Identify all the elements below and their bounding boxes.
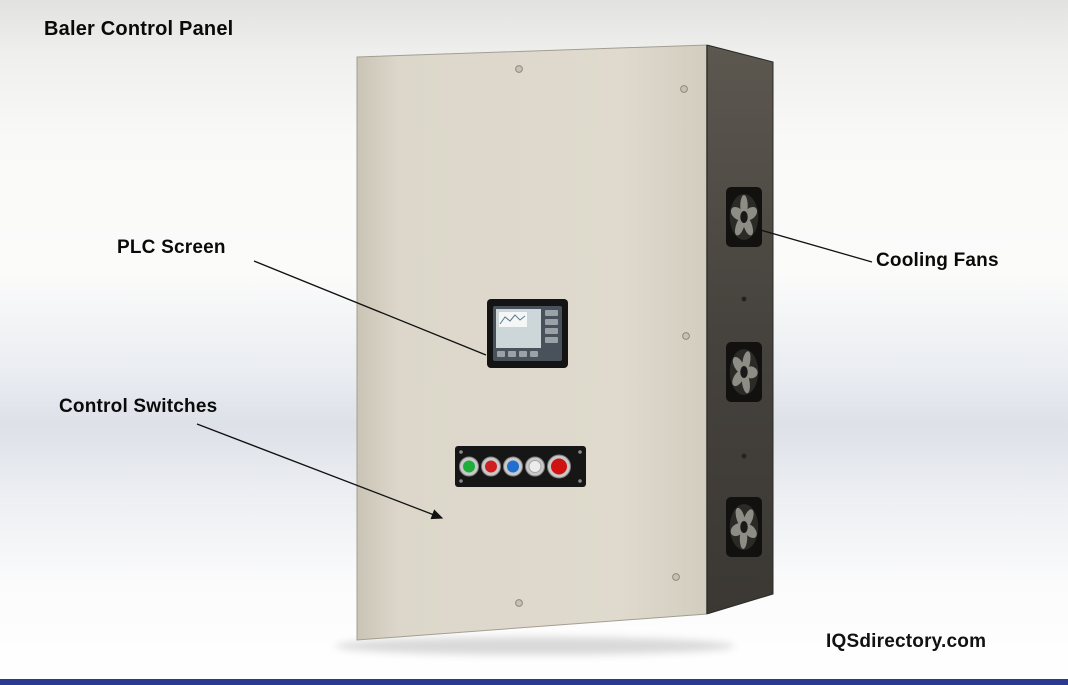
leader-line-cooling-fans [756,228,873,263]
leader-lines [196,228,873,520]
plc-screen [487,299,568,368]
diagram-title: Baler Control Panel [44,18,234,40]
push-button-blue [503,456,523,477]
plc-display-chart-area [499,312,527,327]
screw [680,85,688,93]
screw [672,573,680,581]
screw [741,453,747,459]
watermark-text: IQSdirectory.com [826,631,987,652]
screw [515,599,523,607]
panel-screws [515,65,690,607]
cabinet-shadow [335,637,735,655]
label-cooling-fans: Cooling Fans [876,250,999,271]
bottom-accent-bar [0,679,1068,685]
control-cabinet [356,44,774,641]
side-panel-screws [741,296,747,459]
emergency-stop-button [547,454,571,479]
screw [515,65,523,73]
push-button-white [525,456,545,477]
plc-keypad [497,310,558,357]
push-button-green [459,456,479,477]
screw [741,296,747,302]
leader-line-control-switches [196,423,444,520]
plc-display-trace [499,314,526,325]
cooling-fan [726,187,762,247]
cooling-fan [726,497,762,557]
leader-line-plc-screen [253,260,487,356]
push-button-red [481,456,501,477]
cooling-fan [726,342,762,402]
screw [682,332,690,340]
control-switch-plate [455,446,586,487]
plate-screws [459,450,582,483]
label-control-switches: Control Switches [59,396,218,417]
label-plc-screen: PLC Screen [117,237,226,258]
